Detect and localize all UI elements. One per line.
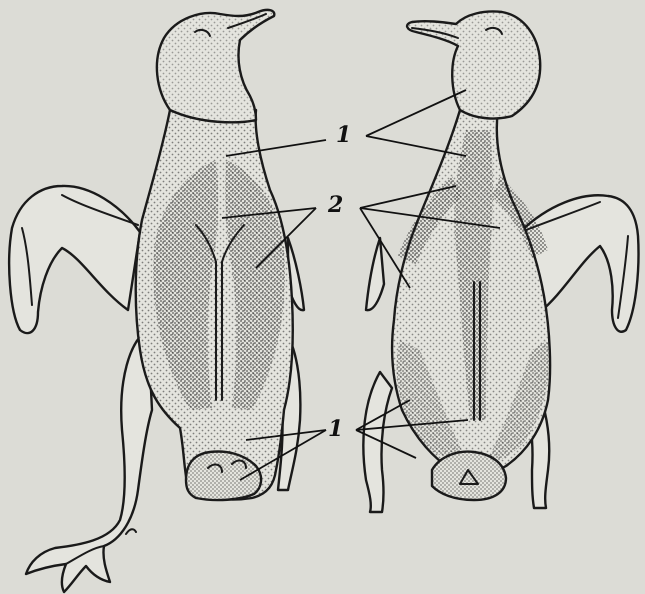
label-2-middle: 2 xyxy=(328,194,343,216)
left-bird-ventral xyxy=(9,10,304,592)
right-bird-left-leg xyxy=(363,372,392,512)
left-bird-wing xyxy=(9,186,140,333)
left-bird-left-leg xyxy=(26,330,152,592)
label-1-lower: 1 xyxy=(328,418,343,440)
right-bird-dorsal xyxy=(363,12,638,513)
label-1-upper: 1 xyxy=(336,124,351,146)
